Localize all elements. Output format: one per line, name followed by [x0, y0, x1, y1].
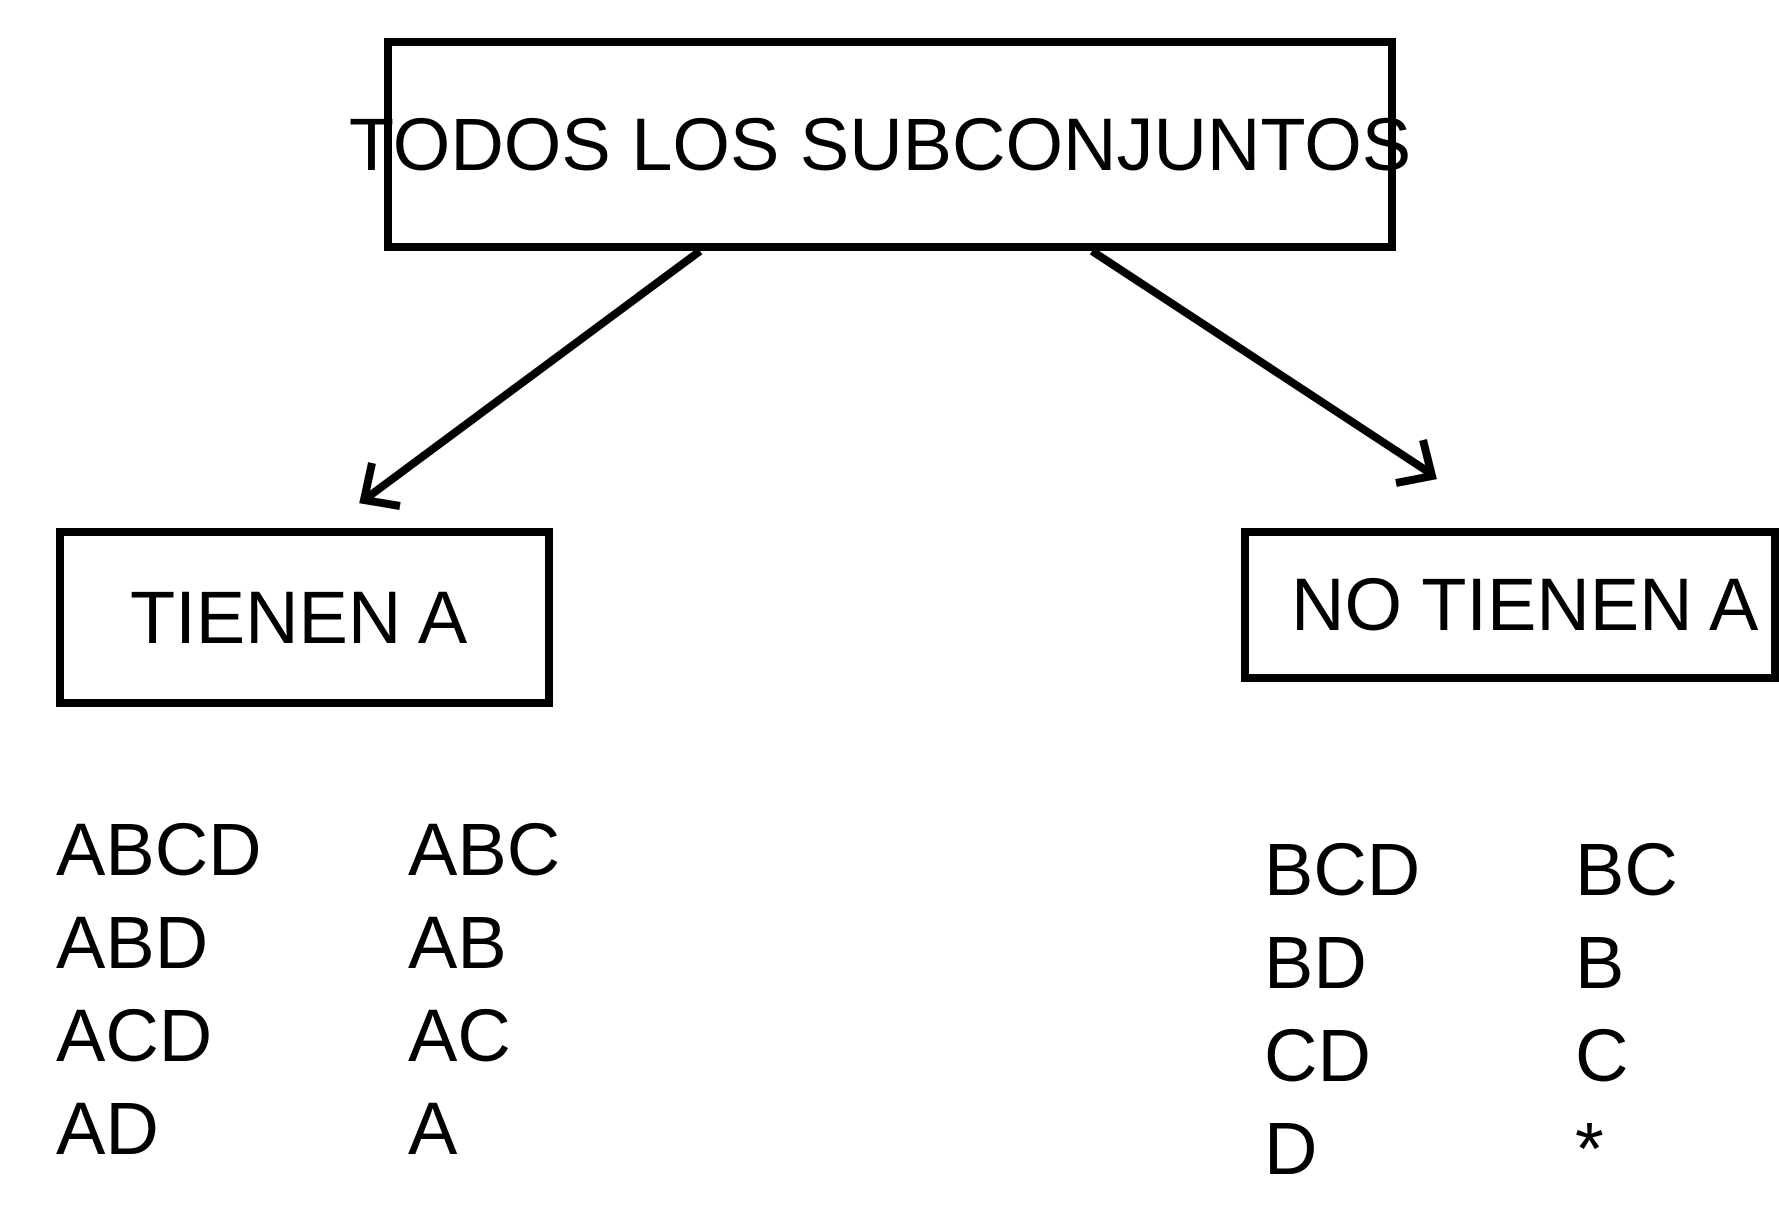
no-tienen-a-node: NO TIENEN A	[1241, 528, 1779, 682]
subset-item: BC	[1575, 828, 1678, 911]
subset-item: A	[408, 1087, 458, 1170]
subset-item: BCD	[1264, 828, 1421, 911]
subset-item: ABC	[408, 808, 561, 891]
tienen-a-subsets-column-1: ABCD ABD ACD AD	[56, 803, 262, 1175]
subset-item: CD	[1264, 1014, 1371, 1097]
subset-item: AC	[408, 994, 511, 1077]
subset-item: ACD	[56, 994, 213, 1077]
arrow-to-tienen-a	[359, 247, 703, 510]
subset-item: *	[1575, 1107, 1604, 1190]
tienen-a-node: TIENEN A	[56, 528, 553, 707]
no-tienen-a-label: NO TIENEN A	[1291, 563, 1759, 646]
subset-item: BD	[1264, 921, 1367, 1004]
arrow-to-no-tienen-a	[1089, 247, 1437, 487]
no-tienen-a-subsets-column-1: BCD BD CD D	[1264, 823, 1420, 1195]
subset-item: AB	[408, 901, 507, 984]
tienen-a-label: TIENEN A	[130, 575, 468, 659]
subset-item: D	[1264, 1107, 1318, 1190]
subset-item: B	[1575, 921, 1625, 1004]
subset-item: AD	[56, 1087, 159, 1170]
tienen-a-subsets-column-2: ABC AB AC A	[408, 803, 560, 1175]
subset-item: ABD	[56, 901, 209, 984]
subset-item: C	[1575, 1014, 1629, 1097]
root-node-label: TODOS LOS SUBCONJUNTOS	[348, 102, 1412, 186]
no-tienen-a-subsets-column-2: BC B C *	[1575, 823, 1678, 1195]
subset-item: ABCD	[56, 808, 262, 891]
root-node: TODOS LOS SUBCONJUNTOS	[349, 38, 1411, 251]
